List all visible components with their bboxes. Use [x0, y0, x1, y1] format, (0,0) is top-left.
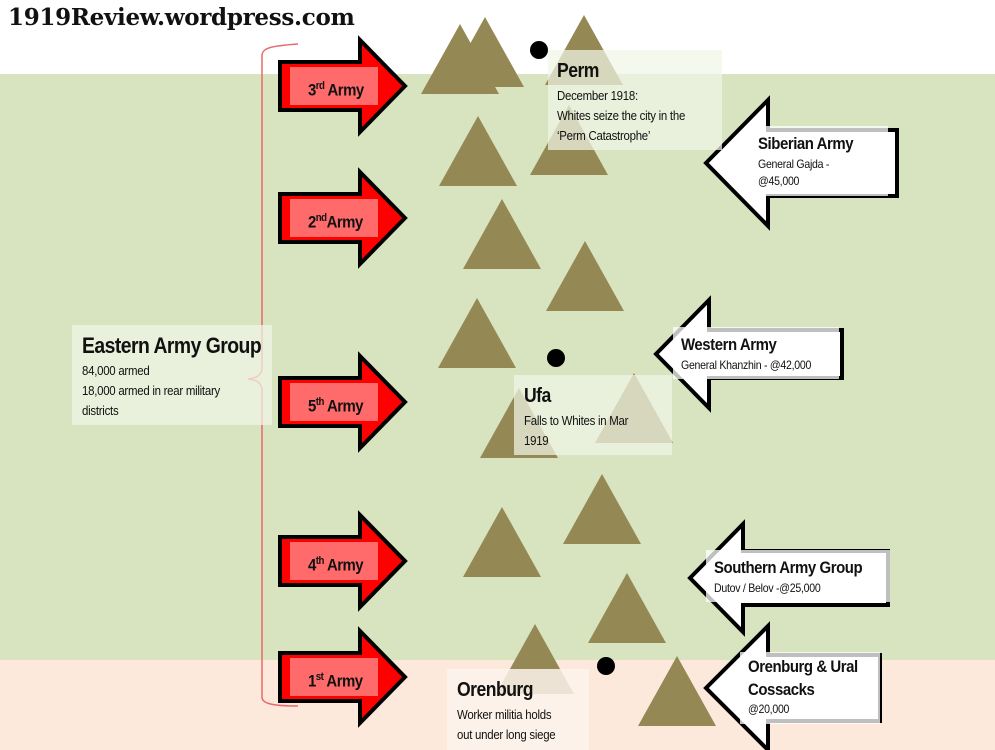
ufa-line2: 1919 — [524, 433, 549, 448]
mountain-icon — [438, 298, 516, 368]
cossacks-title-line1: Orenburg & Ural — [748, 657, 858, 676]
red-army-label-4: 4th Army — [290, 542, 378, 580]
perm-line1: December 1918: — [557, 88, 638, 103]
city-label-perm: Perm December 1918: Whites seize the cit… — [548, 50, 722, 150]
eastern-group-line2: 18,000 armed in rear military — [82, 383, 220, 398]
eastern-army-group-label: Eastern Army Group 84,000 armed 18,000 a… — [72, 325, 272, 425]
perm-line3: ‘Perm Catastrophe’ — [557, 128, 651, 143]
white-army-label-western: Western Army General Khanzhin - @42,000 — [673, 327, 839, 379]
perm-name: Perm — [557, 60, 599, 82]
white-army-label-siberian: Siberian Army General Gajda - @45,000 — [750, 126, 888, 196]
ufa-line1: Falls to Whites in Mar — [524, 413, 629, 428]
cossacks-line1: @20,000 — [748, 702, 790, 716]
cossacks-title-line2: Cossacks — [748, 680, 815, 699]
southern-title: Southern Army Group — [714, 558, 863, 577]
siberian-line1: General Gajda - — [758, 157, 830, 171]
mountain-icon — [563, 474, 641, 544]
eastern-group-title: Eastern Army Group — [82, 333, 262, 358]
site-title: 1919Review.wordpress.com — [8, 4, 355, 31]
white-army-label-cossacks: Orenburg & Ural Cossacks @20,000 — [740, 652, 880, 724]
white-army-label-southern: Southern Army Group Dutov / Belov -@25,0… — [706, 550, 890, 602]
city-dot-perm — [530, 41, 548, 59]
siberian-line2: @45,000 — [758, 174, 800, 188]
southern-line1: Dutov / Belov -@25,000 — [714, 581, 821, 595]
red-army-label-5: 5th Army — [290, 383, 378, 421]
eastern-group-line3: districts — [82, 403, 119, 418]
orenburg-line1: Worker militia holds — [457, 707, 552, 722]
red-army-label-3: 3rd Army — [290, 67, 378, 105]
mountain-icon — [463, 507, 541, 577]
city-label-ufa: Ufa Falls to Whites in Mar 1919 — [514, 375, 672, 455]
city-label-orenburg: Orenburg Worker militia holds out under … — [447, 669, 589, 750]
red-army-label-1: 1st Army — [290, 658, 378, 696]
western-line1: General Khanzhin - @42,000 — [681, 358, 812, 372]
orenburg-line2: out under long siege — [457, 727, 556, 742]
mountain-icon — [638, 656, 716, 726]
orenburg-name: Orenburg — [457, 679, 533, 701]
mountain-icon — [439, 116, 517, 186]
siberian-title: Siberian Army — [758, 134, 854, 153]
city-dot-orenburg — [597, 657, 615, 675]
city-dot-ufa — [547, 349, 565, 367]
ufa-name: Ufa — [524, 385, 551, 407]
mountain-icon — [588, 573, 666, 643]
western-title: Western Army — [681, 335, 777, 354]
red-army-label-2: 2ndArmy — [290, 199, 378, 237]
perm-line2: Whites seize the city in the — [557, 108, 686, 123]
mountain-icon — [546, 241, 624, 311]
eastern-group-line1: 84,000 armed — [82, 363, 150, 378]
mountain-icon — [446, 17, 524, 87]
mountain-icon — [463, 199, 541, 269]
